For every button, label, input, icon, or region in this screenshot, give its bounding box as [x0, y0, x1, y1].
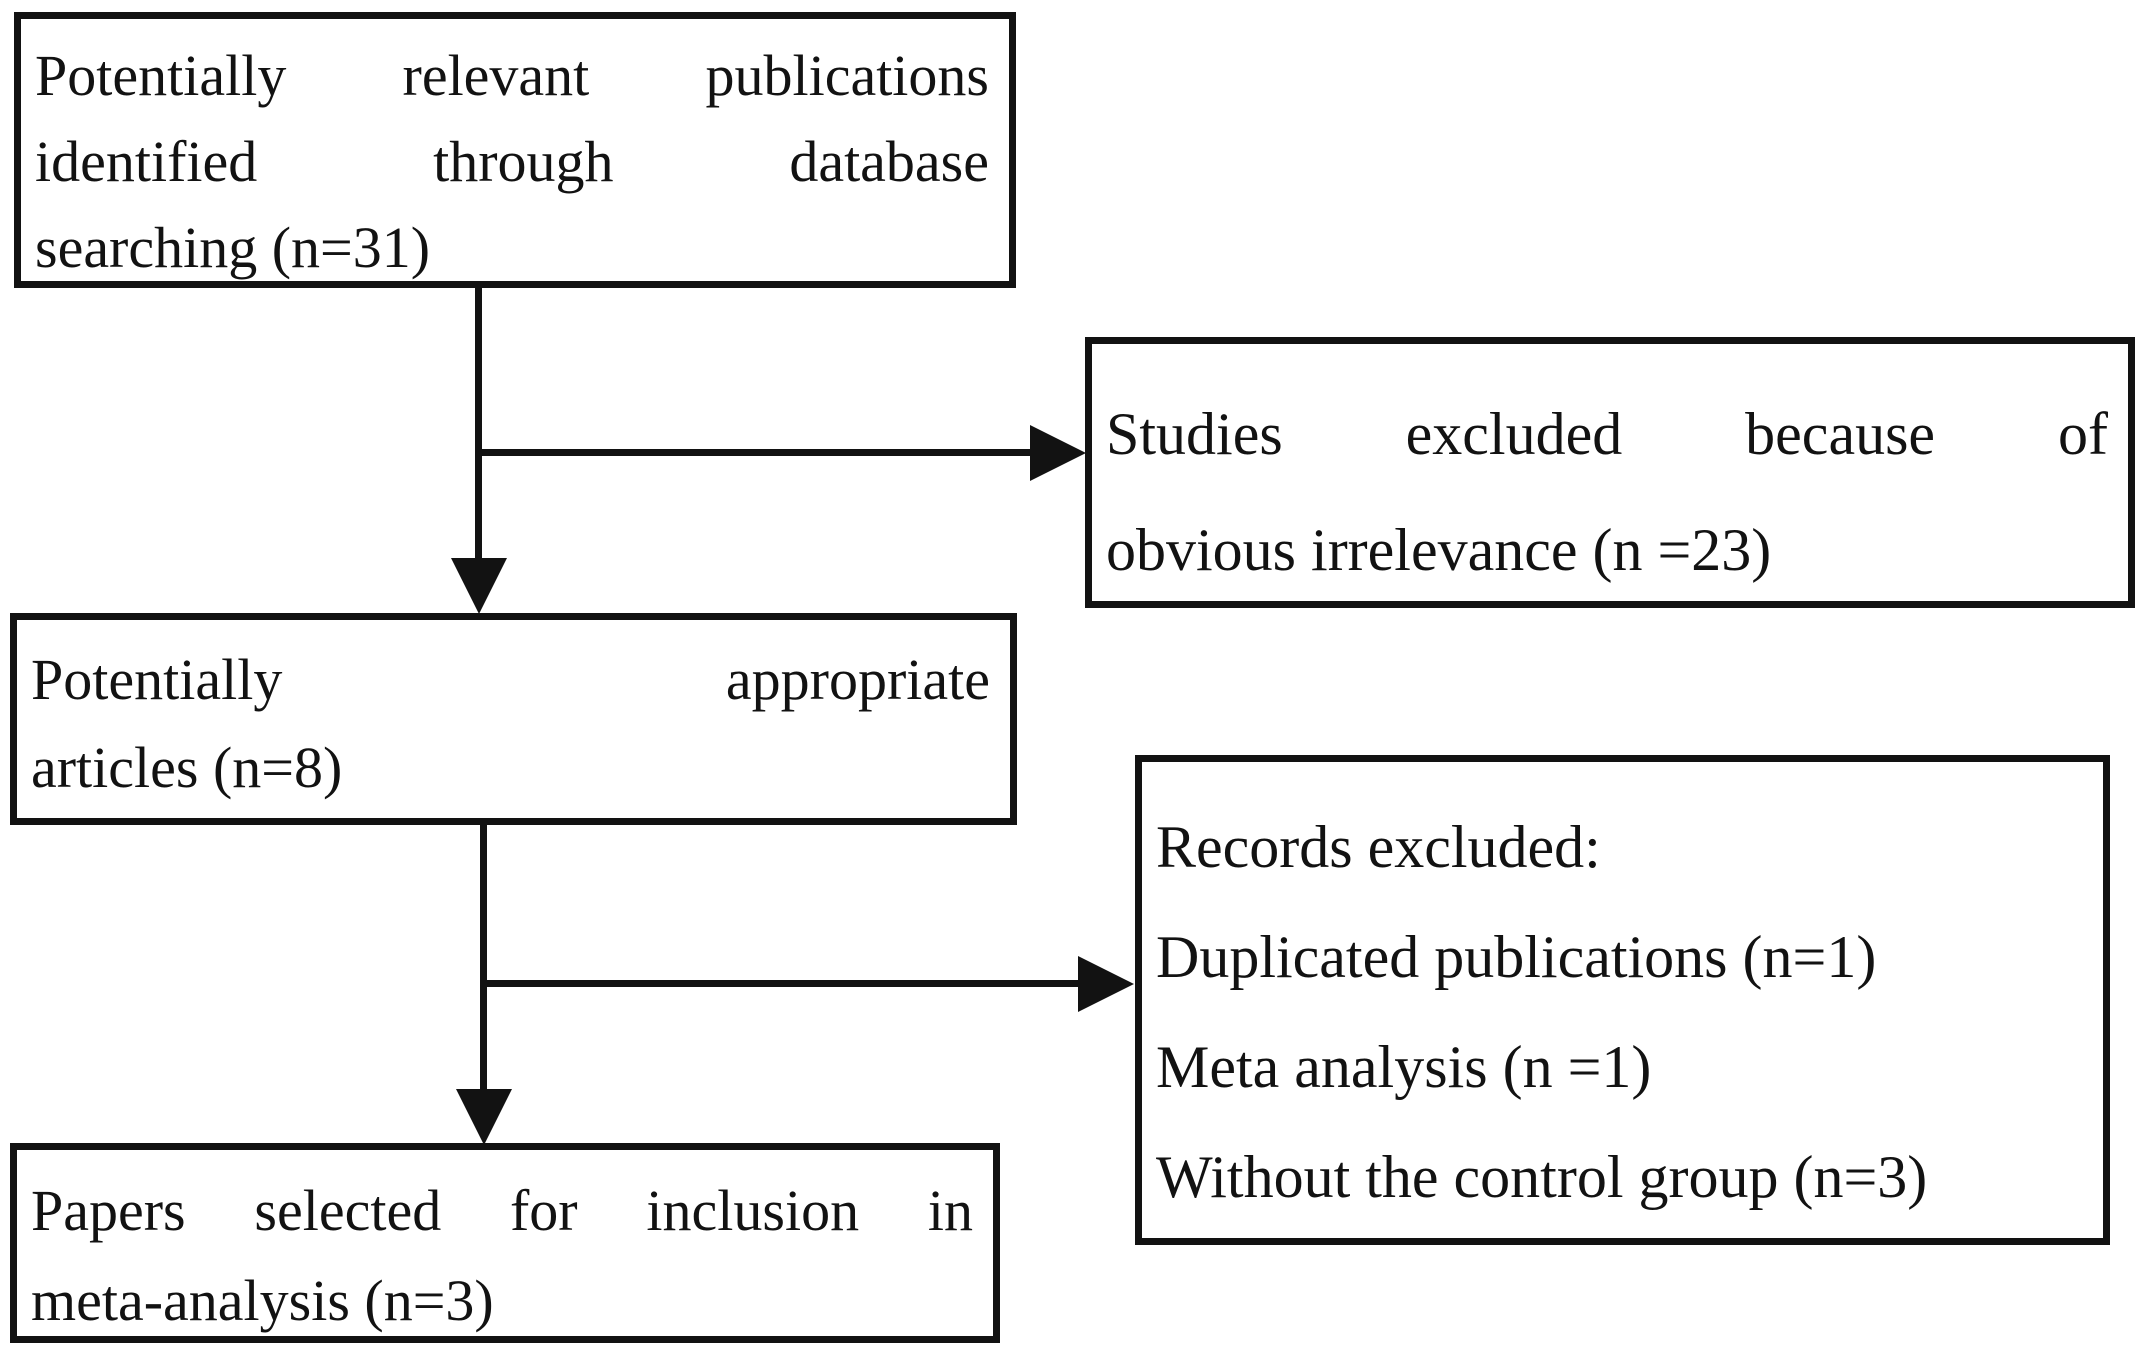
box-identified-line-2: identified through database	[35, 129, 989, 194]
arrow-stem-appropriate-to-selected	[480, 825, 487, 1091]
arrowhead-right-icon	[1030, 425, 1086, 481]
box-excluded-studies-line-2: obvious irrelevance (n =23)	[1106, 517, 1772, 583]
box-appropriate-articles: Potentially appropriate articles (n=8)	[10, 613, 1017, 825]
box-records-excluded-line-4: Without the control group (n=3)	[1156, 1144, 1928, 1210]
arrow-stem-identified-to-appropriate	[475, 288, 482, 560]
box-selected-papers: Papers selected for inclusion in meta-an…	[10, 1143, 1000, 1343]
arrowhead-right-icon	[1078, 956, 1134, 1012]
box-records-excluded-line-2: Duplicated publications (n=1)	[1156, 924, 1877, 990]
arrowhead-down-icon	[451, 558, 507, 614]
box-identified-line-1: Potentially relevant publications	[35, 43, 989, 108]
arrowhead-down-icon	[456, 1089, 512, 1145]
box-records-excluded-line-1: Records excluded:	[1156, 814, 1601, 880]
box-records-excluded-line-3: Meta analysis (n =1)	[1156, 1034, 1652, 1100]
box-excluded-studies: Studies excluded because of obvious irre…	[1085, 337, 2135, 608]
box-excluded-studies-line-1: Studies excluded because of	[1106, 401, 2108, 467]
box-identified-publications: Potentially relevant publications identi…	[14, 12, 1016, 288]
box-selected-line-1: Papers selected for inclusion in	[31, 1178, 973, 1243]
box-selected-line-2: meta-analysis (n=3)	[31, 1268, 494, 1333]
arrow-branch-to-records-excluded	[483, 980, 1080, 987]
box-records-excluded: Records excluded: Duplicated publication…	[1135, 755, 2110, 1245]
box-appropriate-line-2: articles (n=8)	[31, 735, 343, 800]
box-appropriate-line-1: Potentially appropriate	[31, 647, 990, 712]
arrow-branch-to-excluded-studies	[478, 449, 1034, 456]
box-identified-line-3: searching (n=31)	[35, 215, 431, 280]
